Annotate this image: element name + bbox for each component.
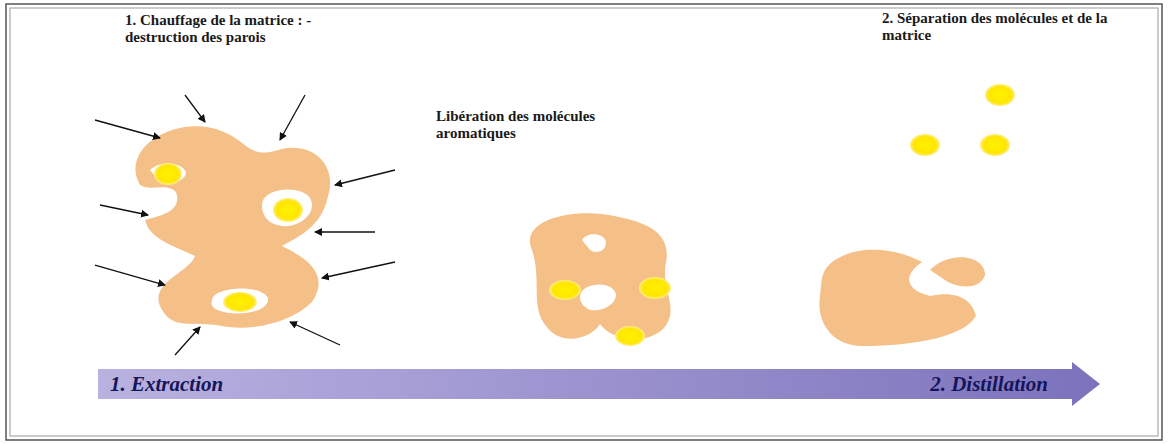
stage-label: 2. Distillation [930,372,1048,397]
matrix-intact [135,126,330,328]
aromatic-molecule [910,84,1015,156]
heat-arrow [95,95,395,355]
annotation-label: 1. Chauffage de la matrice : -destructio… [125,12,365,46]
frame [6,4,1162,440]
matrix-opened [530,213,671,346]
annotation-label: 2. Séparation des molécules et de la mat… [882,10,1144,44]
annotation-label: Libération des molécules aromatiques [436,108,646,142]
matrix-residue [819,250,985,346]
frame [10,8,1158,436]
stage-label: 1. Extraction [110,372,223,397]
process-arrow-band: 1. Extraction 2. Distillation [98,360,1100,408]
